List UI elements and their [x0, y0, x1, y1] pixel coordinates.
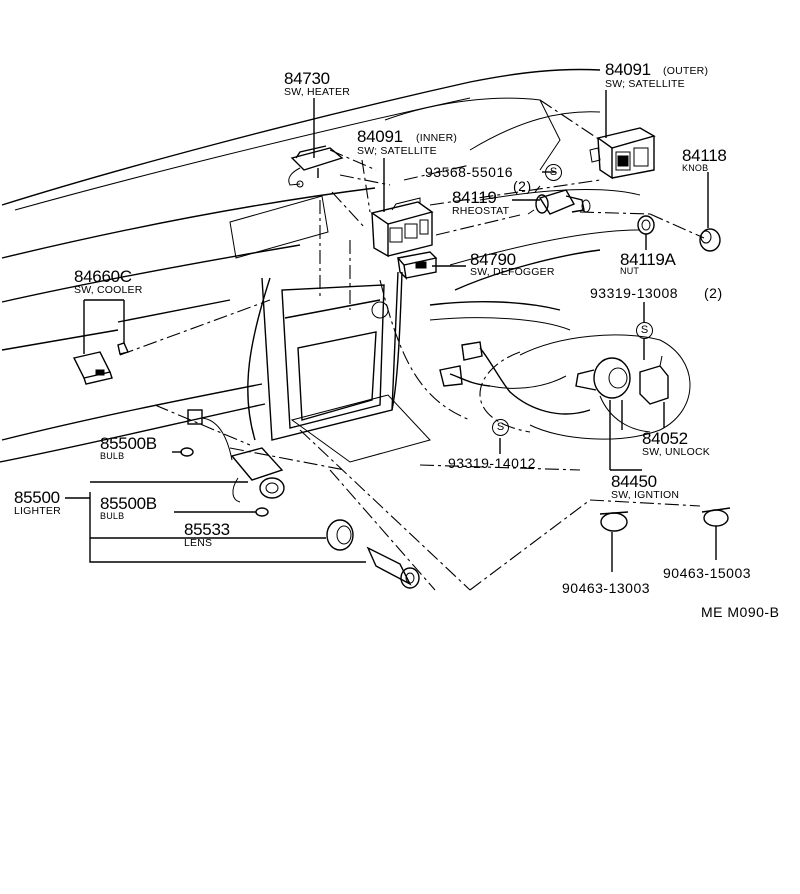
part-85533-name: LENS — [184, 537, 213, 549]
part-90463-15003-number: 90463-15003 — [663, 565, 752, 581]
part-93319-13008-qty: (2) — [704, 285, 723, 301]
part-84790-name: SW, DEFOGGER — [470, 266, 555, 278]
part-84450-number: 84450 — [611, 472, 657, 491]
part-93319-13008-number: 93319-13008 — [590, 285, 679, 301]
lighter-drawing — [180, 409, 420, 589]
part-84118-number: 84118 — [682, 146, 727, 165]
part-85500-name: LIGHTER — [14, 505, 61, 517]
ignition-switch-drawing — [439, 334, 691, 440]
cooler-switch-drawing — [72, 342, 129, 385]
part-84091-inner-number: 84091 — [357, 127, 403, 146]
heater-switch-drawing — [288, 145, 344, 188]
nut-drawing — [637, 215, 655, 235]
standard-part-s-mark: S — [545, 164, 562, 181]
part-84450-name: SW, IGNTION — [611, 489, 680, 501]
part-84790-number: 84790 — [470, 250, 516, 269]
part-85500b-name: BULB — [100, 511, 125, 521]
part-84119a-name: NUT — [620, 266, 640, 276]
part-84119-number: 84119 — [452, 188, 497, 207]
part-84052-number: 84052 — [642, 429, 688, 448]
part-84091-outer-qualifier: (OUTER) — [663, 65, 709, 77]
guide-lines — [119, 99, 705, 591]
part-84091-inner-qualifier: (INNER) — [416, 132, 458, 144]
defogger-switch-drawing — [396, 251, 438, 281]
dashboard-panel — [0, 68, 641, 463]
clamp-15003-drawing — [701, 507, 731, 527]
part-84052-name: SW, UNLOCK — [642, 446, 710, 458]
part-84091-outer-name: SW; SATELLITE — [605, 78, 685, 90]
part-84730-name: SW, HEATER — [284, 86, 350, 98]
standard-part-s-mark: S — [636, 322, 653, 339]
part-85533-number: 85533 — [184, 520, 230, 539]
leader-lines — [65, 90, 717, 572]
satellite-switch-inner-drawing — [370, 197, 434, 258]
part-84660c-number: 84660C — [74, 267, 132, 286]
part-84118-name: KNOB — [682, 163, 709, 173]
part-85500b-number: 85500B — [100, 494, 157, 513]
satellite-switch-outer-drawing — [589, 127, 656, 180]
part-84119a-number: 84119A — [620, 250, 676, 269]
diagram-reference-code: ME M090-B — [701, 604, 780, 620]
part-90463-13003-number: 90463-13003 — [562, 580, 651, 596]
standard-part-s-mark: S — [492, 419, 509, 436]
part-93319-14012-number: 93319-14012 — [448, 455, 537, 471]
part-85500-number: 85500 — [14, 488, 60, 507]
center-console — [154, 200, 471, 591]
part-84091-outer-number: 84091 — [605, 60, 651, 79]
rheostat-drawing — [527, 185, 591, 215]
part-93568-qty: (2) — [513, 178, 532, 194]
part-84119-name: RHEOSTAT — [452, 205, 510, 217]
part-85500b-name: BULB — [100, 451, 125, 461]
part-85500b-number: 85500B — [100, 434, 157, 453]
part-84730-number: 84730 — [284, 69, 330, 88]
clamp-13003-drawing — [599, 511, 629, 532]
part-93568-number: 93568-55016 — [425, 164, 514, 180]
knob-drawing — [699, 228, 721, 252]
part-84660c-name: SW, COOLER — [74, 284, 143, 296]
part-84091-inner-name: SW; SATELLITE — [357, 145, 437, 157]
